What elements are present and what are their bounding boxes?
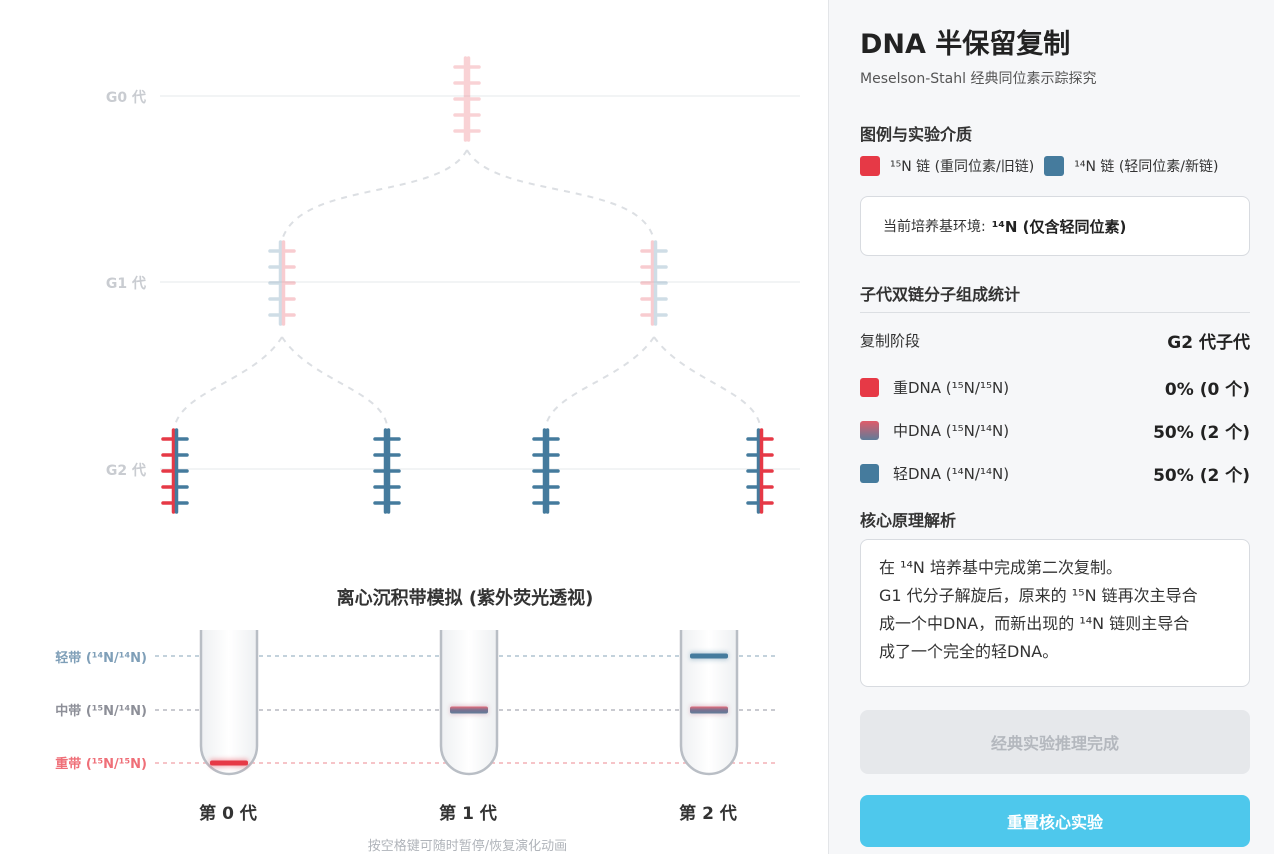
gen-label-g1: G1 代 [105,276,146,292]
principle-line: 成了一个完全的轻DNA。 [879,642,1059,661]
dna-molecule-g1 [268,240,296,326]
stats-divider [860,312,1250,313]
tube-glass [441,630,497,774]
legend-heading: 图例与实验介质 [860,125,973,144]
env-value: ¹⁴N (仅含轻同位素) [991,217,1127,236]
tube-outline [679,630,739,776]
gen-label-g2: G2 代 [105,463,146,479]
info-panel: DNA 半保留复制 Meselson-Stahl 经典同位素示踪探究 图例与实验… [828,0,1274,854]
gen-label-g0: G0 代 [105,90,146,106]
stat-row-mid: 中DNA (¹⁵N/¹⁴N) 50% (2 个) [860,418,1250,443]
reset-experiment-button[interactable]: 重置核心实验 [860,795,1250,847]
tube-glass [201,630,257,774]
tube-label-g1: 第 1 代 [439,804,497,824]
tube-outline [199,630,259,776]
keyboard-hint: 按空格键可随时暂停/恢复演化动画 [367,839,568,854]
dna-molecule-g2-hybrid [746,428,774,514]
lineage-connector [174,336,283,426]
band-label-light: 轻带 (¹⁴N/¹⁴N) [55,651,147,666]
lineage-connector [466,149,655,241]
stat-value-mid: 50% (2 个) [1153,423,1250,443]
dna-molecule-g0 [453,56,481,142]
lineage-connector [281,336,388,426]
principle-heading: 核心原理解析 [860,511,957,530]
lineage-connector [653,336,761,426]
dna-molecule-g2-light [373,428,401,514]
light-dna-swatch [860,464,879,483]
light-strand-swatch [1044,156,1065,176]
stage-value: G2 代子代 [1167,333,1250,353]
principle-line: 成一个中DNA，而新出现的 ¹⁴N 链则主导合 [879,614,1190,633]
stage-row: 复制阶段 G2 代子代 [860,328,1250,353]
lineage-connector [545,336,655,426]
stat-label-light: 轻DNA (¹⁴N/¹⁴N) [893,465,1010,483]
legend-light-label: ¹⁴N 链 (轻同位素/新链) [1074,159,1219,175]
stat-value-heavy: 0% (0 个) [1164,380,1250,400]
legend-heavy-label: ¹⁵N 链 (重同位素/旧链) [890,159,1035,175]
principle-text-box: 在 ¹⁴N 培养基中完成第二次复制。 G1 代分子解旋后，原来的 ¹⁵N 链再次… [860,539,1250,687]
stat-row-heavy: 重DNA (¹⁵N/¹⁵N) 0% (0 个) [860,375,1250,400]
principle-line: 在 ¹⁴N 培养基中完成第二次复制。 [879,558,1122,577]
stat-label-mid: 中DNA (¹⁵N/¹⁴N) [893,422,1010,440]
tube-label-g2: 第 2 代 [679,804,737,824]
medium-env-box: 当前培养基环境: ¹⁴N (仅含轻同位素) [860,196,1250,256]
lineage-connector [281,149,468,241]
heavy-band [210,760,248,766]
dna-molecule-g2-hybrid [161,428,189,514]
tube-label-g0: 第 0 代 [199,804,257,824]
mid-dna-swatch [860,421,879,440]
legend: ¹⁵N 链 (重同位素/旧链) ¹⁴N 链 (轻同位素/新链) [860,156,1219,176]
stats-heading: 子代双链分子组成统计 [860,285,1021,304]
simulation-stage: G0 代 G1 代 G2 代 离心沉积带模拟 (紫外荧光透视) 轻带 (¹⁴N/… [55,56,800,854]
tube-glass [681,630,737,774]
stage-label: 复制阶段 [860,332,921,350]
panel-subtitle: Meselson-Stahl 经典同位素示踪探究 [860,71,1097,87]
centrifuge-tubes [155,630,775,776]
tube-outline [439,630,499,776]
stat-value-light: 50% (2 个) [1153,466,1250,486]
dna-molecule-g2-light [532,428,560,514]
replication-tree [160,56,800,514]
centrifuge-title: 离心沉积带模拟 (紫外荧光透视) [336,588,594,609]
stat-row-light: 轻DNA (¹⁴N/¹⁴N) 50% (2 个) [860,461,1250,486]
stat-label-heavy: 重DNA (¹⁵N/¹⁵N) [893,379,1010,397]
heavy-dna-swatch [860,378,879,397]
mid-band [690,706,728,714]
band-label-heavy: 重带 (¹⁵N/¹⁵N) [55,757,147,772]
mid-band [450,706,488,714]
band-label-mid: 中带 (¹⁵N/¹⁴N) [55,704,147,719]
heavy-strand-swatch [860,156,880,176]
env-label: 当前培养基环境: [883,219,986,235]
light-band [690,653,728,659]
panel-title: DNA 半保留复制 [860,29,1071,60]
dna-molecule-g1 [640,240,668,326]
principle-line: G1 代分子解旋后，原来的 ¹⁵N 链再次主导合 [879,586,1198,605]
experiment-complete-button[interactable]: 经典实验推理完成 [860,710,1250,774]
